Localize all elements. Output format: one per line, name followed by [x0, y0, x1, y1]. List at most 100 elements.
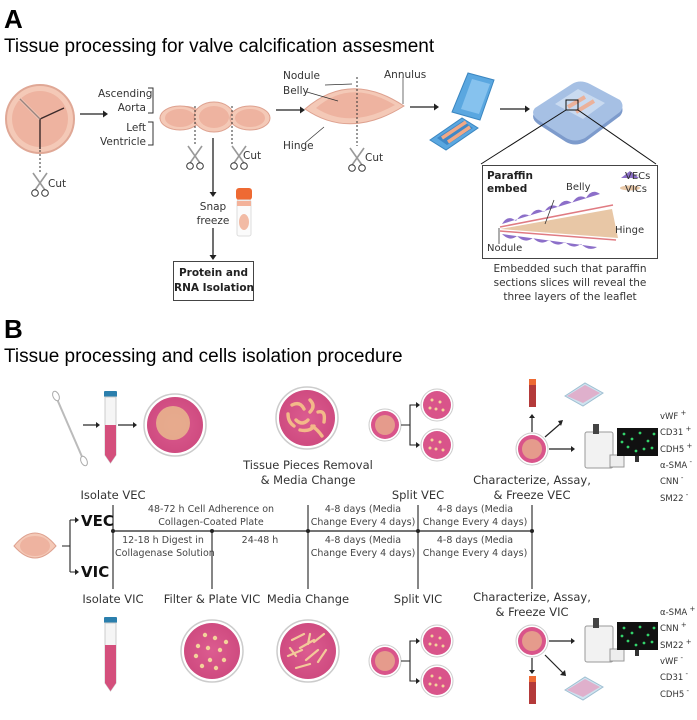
timeline-text: Change Every 4 days) — [422, 548, 528, 559]
vic-marker-list: α-SMA +CNN +SM22 +vWF -CD31 -CDH5 - — [660, 603, 695, 701]
step-filter-plate-vic: Filter & Plate VIC — [157, 592, 267, 607]
step-characterize-vec: Characterize, Assay, & Freeze VEC — [467, 473, 597, 503]
marker-name: CNN — [660, 624, 679, 635]
culture-dish-icon — [420, 388, 454, 422]
marker-name: CNN — [660, 477, 679, 488]
culture-dish-icon — [276, 619, 340, 683]
well-plate-icon — [564, 676, 604, 701]
marker-item: CNN + — [660, 619, 695, 635]
marker-item: CNN - — [660, 472, 692, 488]
step-characterize-vic: Characterize, Assay, & Freeze VIC — [467, 590, 597, 620]
culture-dish-icon — [275, 386, 339, 450]
timeline-top-segment: 4-8 days (Media Change Every 4 days) — [420, 503, 530, 529]
culture-dish-icon — [368, 408, 402, 442]
timeline-text: Collagenase Solution — [115, 548, 215, 559]
leaflet-icon — [13, 532, 57, 559]
marker-sign: - — [678, 474, 684, 483]
timeline-bottom-segment: 12-18 h Digest in Collagenase Solution — [115, 534, 215, 560]
panel-a-letter: A — [4, 4, 23, 34]
timeline-text: 48-72 h Cell Adherence on — [147, 504, 275, 515]
leaflet-icon — [304, 77, 405, 146]
marker-item: vWF - — [660, 652, 695, 668]
label-line: Protein and — [178, 267, 249, 279]
step-label: & Freeze VIC — [495, 605, 569, 619]
label-ascending-aorta: Ascending Aorta — [98, 87, 152, 115]
marker-name: CDH5 — [660, 689, 685, 700]
timeline-bottom-segment: 4-8 days (Media Change Every 4 days) — [420, 534, 530, 560]
timeline-text: 4-8 days (Media — [324, 504, 402, 515]
culture-dish-icon — [515, 624, 549, 658]
marker-name: α-SMA — [660, 607, 688, 618]
step-label: Isolate VEC — [80, 488, 146, 502]
step-split-vec: Split VEC — [373, 488, 463, 503]
step-isolate-vic: Isolate VIC — [63, 592, 163, 607]
caption-line: sections slices will reveal the — [493, 277, 647, 289]
protein-rna-isolation-box: Protein and RNA Isolation — [173, 261, 254, 301]
timeline-text: Collagen-Coated Plate — [158, 517, 264, 528]
marker-sign: - — [684, 686, 690, 695]
paraffin-caption: Embedded such that paraffin sections sli… — [482, 262, 658, 304]
marker-item: SM22 + — [660, 636, 695, 652]
timeline-text: 12-18 h Digest in — [122, 535, 204, 546]
culture-dish-icon — [420, 624, 454, 658]
marker-item: vWF + — [660, 407, 692, 423]
marker-item: CDH5 - — [660, 685, 695, 701]
scissors-icon — [348, 147, 366, 172]
swab-icon — [52, 390, 88, 467]
step-label: Characterize, Assay, — [473, 590, 591, 604]
arrow-icon — [80, 110, 108, 118]
timeline-text: 4-8 days (Media — [436, 504, 514, 515]
aortic-valve-icon — [5, 84, 75, 172]
valve-leaflets-icon — [159, 101, 271, 146]
timeline — [111, 505, 534, 589]
label-belly: Belly — [283, 85, 309, 97]
marker-sign: + — [683, 637, 692, 646]
step-label: Filter & Plate VIC — [163, 592, 261, 606]
leaflet-section-icon — [498, 171, 640, 249]
label-nodule: Nodule — [283, 70, 320, 82]
paraffin-label-nodule: Nodule — [487, 243, 523, 254]
microscope-icon — [584, 424, 625, 469]
step-label: Tissue Pieces Removal — [243, 458, 373, 472]
step-label: Isolate VIC — [82, 592, 144, 606]
step-split-vic: Split VIC — [373, 592, 463, 607]
panel-a-title: Tissue processing for valve calcificatio… — [4, 36, 435, 57]
caption-line: three layers of the leaflet — [503, 291, 637, 303]
culture-dish-icon — [180, 619, 244, 683]
culture-dish-icon — [420, 664, 454, 698]
caption-line: Embedded such that paraffin — [493, 263, 647, 275]
marker-name: vWF — [660, 411, 679, 422]
marker-sign: + — [678, 409, 687, 417]
label-cut: Cut — [48, 178, 67, 190]
paraffin-label-hinge: Hinge — [615, 225, 645, 236]
marker-item: CDH5 + — [660, 440, 692, 456]
timeline-bottom-segment: 4-8 days (Media Change Every 4 days) — [310, 534, 416, 560]
paraffin-embed-title: Paraffin embed — [487, 170, 533, 196]
label-hinge: Hinge — [283, 140, 314, 152]
label-cut: Cut — [243, 150, 262, 162]
timeline-text: 4-8 days (Media — [324, 535, 402, 546]
marker-sign: + — [678, 621, 687, 630]
step-label: & Freeze VEC — [493, 488, 571, 502]
culture-dish-icon — [368, 644, 402, 678]
branch-label-vec: VEC — [81, 512, 114, 530]
timeline-text: Change Every 4 days) — [422, 517, 528, 528]
paraffin-embed-box — [482, 165, 658, 259]
marker-sign: + — [683, 425, 692, 434]
culture-dish-icon — [420, 428, 454, 462]
label-line: embed — [487, 183, 528, 195]
marker-name: CD31 — [660, 673, 684, 684]
timeline-bottom-segment: 24-48 h — [214, 534, 306, 547]
panel-b-letter: B — [4, 314, 23, 344]
culture-dish-icon — [143, 393, 207, 457]
timeline-top-segment: 48-72 h Cell Adherence on Collagen-Coate… — [118, 503, 304, 529]
label-line: freeze — [196, 215, 230, 227]
label-line: Ventricle — [100, 136, 146, 148]
marker-name: CD31 — [660, 428, 684, 439]
timeline-text: Change Every 4 days) — [310, 548, 416, 559]
timeline-text: Change Every 4 days) — [310, 517, 416, 528]
timeline-top-segment: 4-8 days (Media Change Every 4 days) — [310, 503, 416, 529]
panel-b-title: Tissue processing and cells isolation pr… — [4, 346, 403, 367]
label-line: Paraffin — [487, 170, 533, 182]
marker-sign: + — [687, 605, 696, 613]
